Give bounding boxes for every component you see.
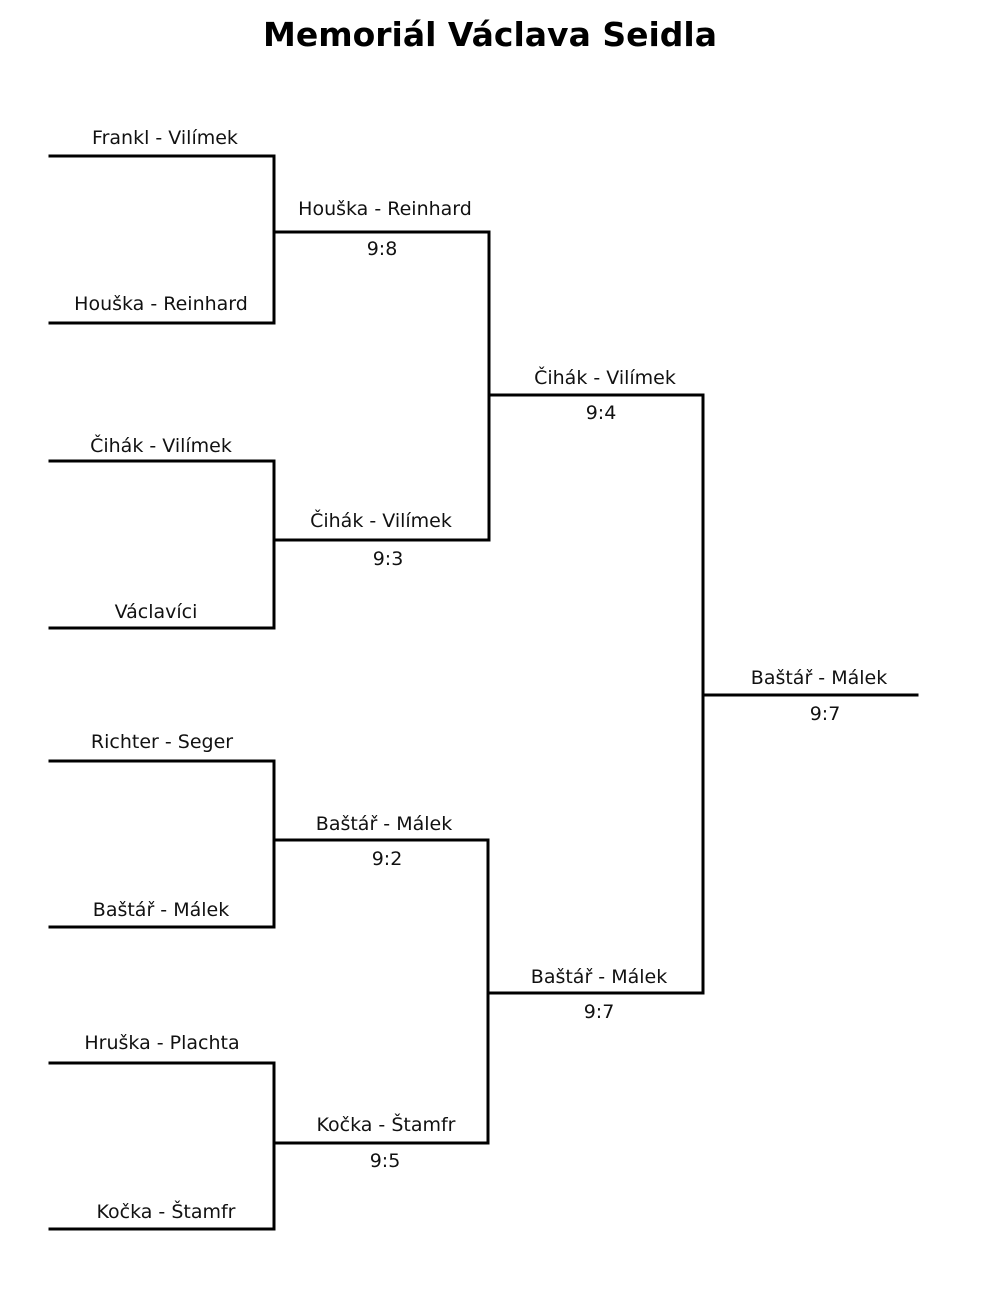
- r2-score-1: 9:8: [367, 238, 398, 260]
- r1-team-7: Hruška - Plachta: [84, 1032, 239, 1054]
- r1-team-2: Houška - Reinhard: [74, 293, 248, 315]
- sf-winner-1: Čihák - Vilímek: [534, 365, 676, 389]
- semifinal-lines: [486, 393, 705, 995]
- final-labels: Baštář - Málek 9:7: [751, 667, 887, 725]
- round2-lines: [272, 230, 491, 1145]
- final-winner: Baštář - Málek: [751, 667, 887, 689]
- r2-winner-2: Čihák - Vilímek: [310, 508, 452, 532]
- sf-score-1: 9:4: [586, 402, 617, 424]
- semifinal-labels: Čihák - Vilímek 9:4 Baštář - Málek 9:7: [531, 365, 676, 1023]
- round1-lines: [48, 154, 276, 1231]
- final-score: 9:7: [810, 703, 841, 725]
- r2-score-2: 9:3: [373, 548, 404, 570]
- r2-score-4: 9:5: [370, 1150, 401, 1172]
- r1-team-1: Frankl - Vilímek: [92, 127, 238, 149]
- r2-winner-1: Houška - Reinhard: [298, 198, 472, 220]
- r2-winner-4: Kočka - Štamfr: [317, 1112, 456, 1136]
- r1-team-5: Richter - Seger: [91, 731, 233, 753]
- r1-team-4: Václavíci: [115, 601, 198, 623]
- r1-team-3: Čihák - Vilímek: [90, 433, 232, 457]
- round2-labels: Houška - Reinhard 9:8 Čihák - Vilímek 9:…: [298, 198, 472, 1172]
- round1-labels: Frankl - Vilímek Houška - Reinhard Čihák…: [74, 127, 248, 1223]
- sf-score-2: 9:7: [584, 1001, 615, 1023]
- bracket-title: Memoriál Václava Seidla: [263, 15, 717, 54]
- r1-team-6: Baštář - Málek: [93, 899, 229, 921]
- round2-connectors: [486, 230, 491, 1145]
- r1-team-8: Kočka - Štamfr: [97, 1199, 236, 1223]
- r2-score-3: 9:2: [372, 848, 403, 870]
- r2-winner-3: Baštář - Málek: [316, 813, 452, 835]
- sf-winner-2: Baštář - Málek: [531, 966, 667, 988]
